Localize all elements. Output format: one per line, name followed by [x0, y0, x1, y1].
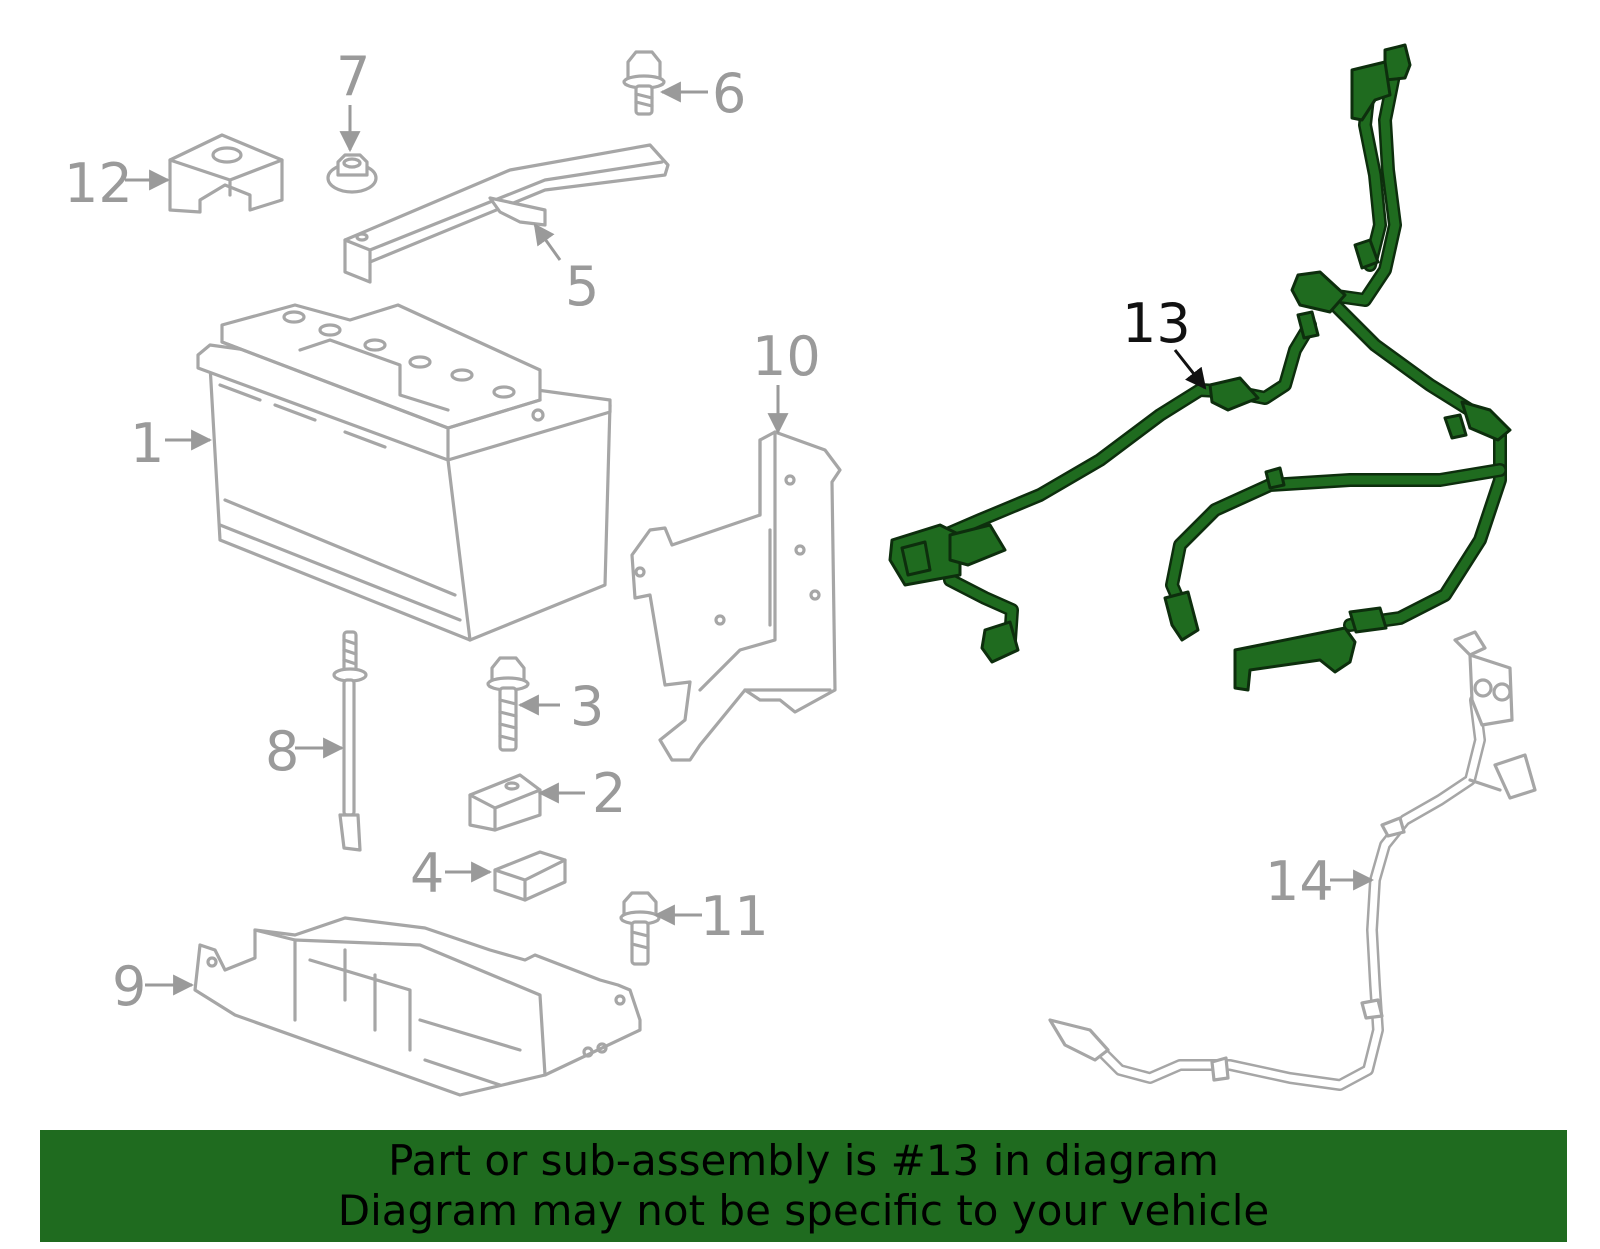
callout-7: 7	[336, 45, 370, 108]
callout-1: 1	[130, 412, 164, 475]
part-10-bracket	[630, 430, 842, 762]
callout-6: 6	[712, 62, 746, 125]
part-9-tray	[193, 916, 642, 1097]
part-12-bracket	[168, 133, 284, 214]
callout-12: 12	[64, 152, 133, 215]
callout-3: 3	[570, 675, 604, 738]
callout-11: 11	[700, 885, 769, 948]
callout-labels: 12 7 6 5 1 10 8 3 2 4 11 9 14 13	[64, 45, 1334, 1018]
callout-9: 9	[112, 955, 146, 1018]
callout-4: 4	[410, 842, 444, 905]
callout-13: 13	[1122, 292, 1191, 355]
callout-10: 10	[752, 325, 821, 388]
callout-8: 8	[265, 720, 299, 783]
part-2-clamp	[468, 773, 542, 832]
callout-2: 2	[592, 762, 626, 825]
part-13-cable-harness	[888, 43, 1512, 692]
part-8-rod	[332, 630, 368, 852]
part-6-bolt	[622, 50, 666, 116]
info-banner: Part or sub-assembly is #13 in diagram D…	[40, 1130, 1567, 1242]
part-7-nut	[326, 153, 378, 194]
part-11-bolt	[619, 891, 661, 966]
part-4-block	[493, 850, 567, 902]
part-3-bolt	[486, 656, 530, 752]
part-14-cable	[1048, 630, 1537, 1091]
banner-line-1: Part or sub-assembly is #13 in diagram	[388, 1136, 1219, 1185]
banner-line-2: Diagram may not be specific to your vehi…	[337, 1186, 1270, 1235]
leader-arrows	[125, 81, 1375, 996]
callout-5: 5	[565, 255, 599, 318]
part-1-battery	[196, 303, 612, 642]
part-5-holddown	[343, 143, 670, 284]
callout-14: 14	[1265, 850, 1334, 913]
